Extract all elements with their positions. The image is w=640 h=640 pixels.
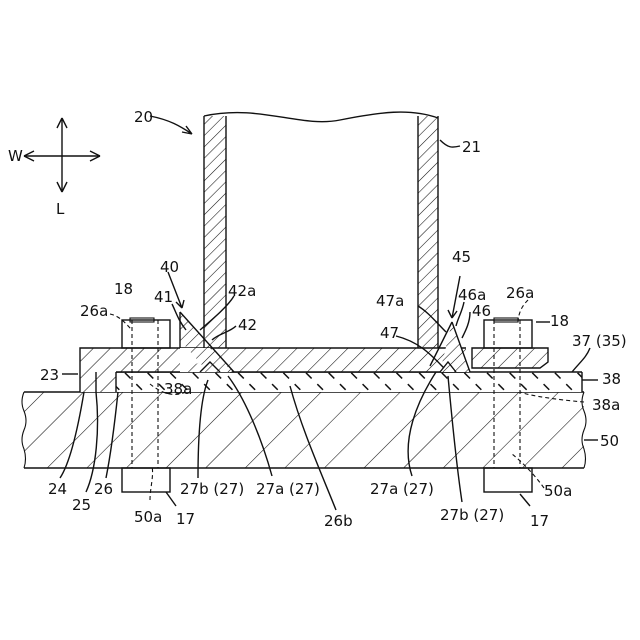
direction-indicator: W L	[8, 118, 100, 218]
label-38a-left: 38a	[164, 380, 192, 398]
label-38: 38	[602, 370, 621, 388]
label-23: 23	[40, 366, 59, 384]
label-38a-right: 38a	[592, 396, 620, 414]
label-26b: 26b	[324, 512, 353, 530]
label-27b-left: 27b (27)	[180, 480, 244, 498]
label-37-35: 37 (35)	[572, 332, 627, 350]
label-45: 45	[452, 248, 471, 266]
label-25: 25	[72, 496, 91, 514]
label-17-left: 17	[176, 510, 195, 528]
label-50a-right: 50a	[544, 482, 572, 500]
label-18-left: 18	[114, 280, 133, 298]
label-21: 21	[462, 138, 481, 156]
label-20: 20	[134, 108, 153, 126]
label-50: 50	[600, 432, 619, 450]
tube-wall-left	[204, 116, 226, 348]
label-42a: 42a	[228, 282, 256, 300]
label-42: 42	[238, 316, 257, 334]
label-26a-left: 26a	[80, 302, 108, 320]
label-27a-left: 27a (27)	[256, 480, 320, 498]
direction-l-label: L	[56, 200, 65, 218]
label-27b-right: 27b (27)	[440, 506, 504, 524]
label-41: 41	[154, 288, 173, 306]
label-47a: 47a	[376, 292, 404, 310]
label-50a-left: 50a	[134, 508, 162, 526]
label-26: 26	[94, 480, 113, 498]
label-47: 47	[380, 324, 399, 342]
label-40: 40	[160, 258, 179, 276]
label-17-right: 17	[530, 512, 549, 530]
label-26a-right: 26a	[506, 284, 534, 302]
label-27a-right: 27a (27)	[370, 480, 434, 498]
label-24: 24	[48, 480, 67, 498]
label-46: 46	[472, 302, 491, 320]
label-18-right: 18	[550, 312, 569, 330]
tube-top-break-line	[204, 112, 438, 122]
right-plate-block	[472, 348, 548, 368]
direction-w-label: W	[8, 147, 23, 165]
